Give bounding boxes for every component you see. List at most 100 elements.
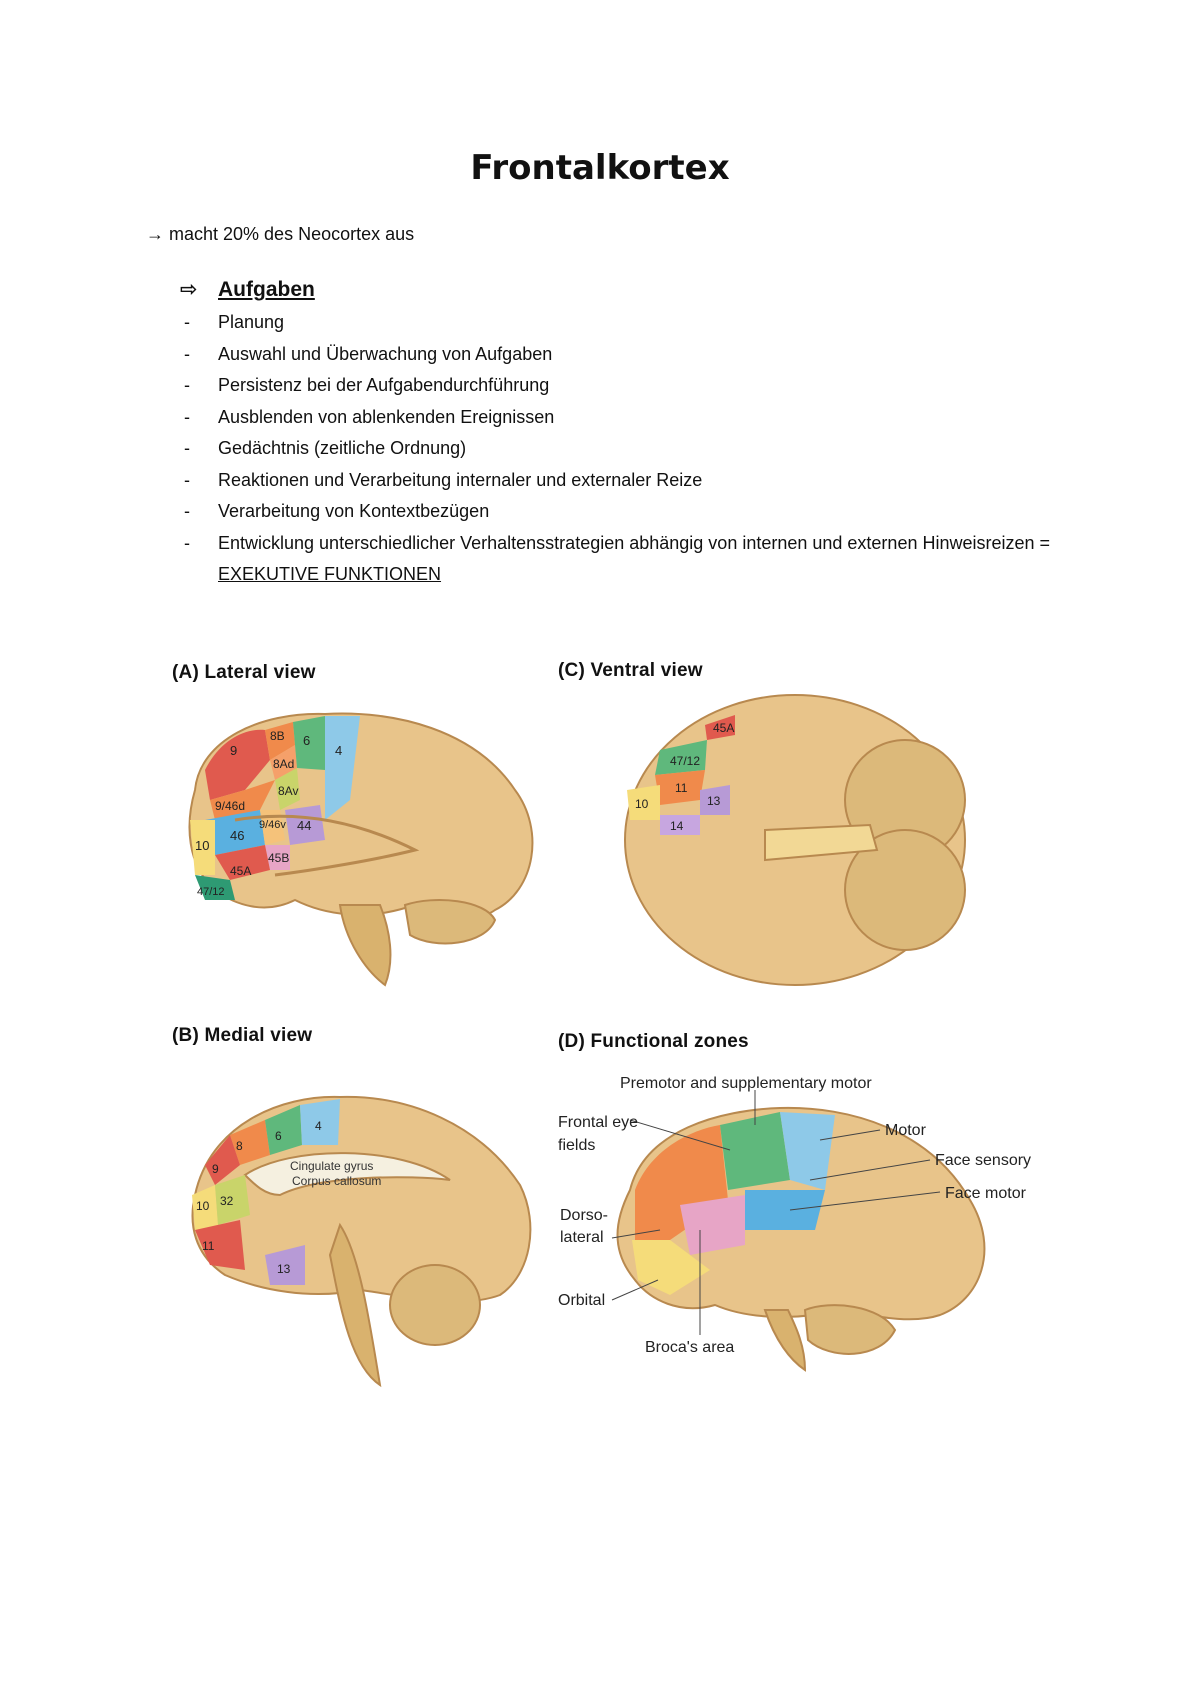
area-13-ventral bbox=[700, 785, 730, 815]
dash-bullet: - bbox=[184, 312, 190, 332]
zone-face-motor bbox=[745, 1190, 825, 1230]
label-8ad: 8Ad bbox=[273, 757, 294, 771]
area-8av bbox=[275, 768, 300, 810]
list-item: -Auswahl und Überwachung von Aufgaben bbox=[180, 339, 1080, 371]
cerebellum-medial bbox=[389, 1264, 481, 1346]
area-46 bbox=[205, 810, 265, 855]
label-orbital: Orbital bbox=[558, 1292, 605, 1309]
cerebellum bbox=[403, 899, 497, 945]
dorsolateral-leader-line bbox=[611, 1229, 661, 1239]
panel-d-label: (D) Functional zones bbox=[558, 1031, 749, 1052]
zone-premotor bbox=[720, 1112, 790, 1190]
brainstem-ventral bbox=[764, 823, 879, 862]
area-45a bbox=[215, 845, 270, 880]
panel-a-label: (A) Lateral view bbox=[172, 662, 316, 683]
area-8ad bbox=[270, 745, 297, 780]
sylvian-fissure bbox=[234, 814, 420, 877]
label-32-medial: 32 bbox=[220, 1194, 234, 1208]
intro-text: → macht 20% des Neocortex aus bbox=[146, 224, 415, 244]
label-46: 46 bbox=[230, 828, 244, 843]
area-10 bbox=[190, 820, 215, 875]
label-9-medial: 9 bbox=[212, 1162, 219, 1176]
area-10-ventral bbox=[627, 785, 660, 820]
label-13-ventral: 13 bbox=[707, 794, 721, 808]
label-44: 44 bbox=[297, 818, 311, 833]
dash-bullet: - bbox=[184, 501, 190, 521]
area-44 bbox=[285, 805, 325, 845]
list-item: -Gedächtnis (zeitliche Ordnung) bbox=[180, 433, 1080, 465]
label-6-medial: 6 bbox=[275, 1129, 282, 1143]
label-brocas: Broca's area bbox=[645, 1339, 734, 1356]
area-6 bbox=[293, 716, 325, 770]
area-32-medial bbox=[215, 1175, 250, 1225]
label-9-46v: 9/46v bbox=[259, 819, 286, 831]
label-face-motor: Face motor bbox=[945, 1185, 1027, 1202]
area-4 bbox=[325, 716, 360, 820]
area-47-12 bbox=[195, 875, 235, 900]
area-9 bbox=[205, 729, 270, 800]
label-9-46d: 9/46d bbox=[215, 799, 245, 813]
label-6: 6 bbox=[303, 733, 310, 748]
section-heading-label: Aufgaben bbox=[218, 278, 315, 301]
label-10: 10 bbox=[195, 838, 209, 853]
section-heading: ⇨Aufgaben bbox=[180, 277, 315, 302]
label-fields: fields bbox=[558, 1137, 595, 1154]
label-corpus-callosum: Corpus callosum bbox=[292, 1174, 381, 1188]
label-9: 9 bbox=[230, 743, 237, 758]
label-47-12: 47/12 bbox=[197, 886, 225, 898]
page-title: Frontalkortex bbox=[470, 148, 730, 188]
panel-b-label: (B) Medial view bbox=[172, 1025, 313, 1046]
label-14-ventral: 14 bbox=[670, 819, 684, 833]
label-10-ventral: 10 bbox=[635, 797, 649, 811]
brainstem bbox=[338, 904, 392, 987]
dash-bullet: - bbox=[184, 438, 190, 458]
label-premotor: Premotor and supplementary motor bbox=[620, 1075, 872, 1092]
area-14-ventral bbox=[660, 815, 700, 835]
area-11-ventral bbox=[655, 770, 705, 805]
functional-zones-figure: Premotor and supplementary motor Motor F… bbox=[558, 1075, 1031, 1372]
frontal-eye-leader-line bbox=[629, 1119, 731, 1151]
label-11-ventral: 11 bbox=[675, 781, 688, 795]
list-item: -Planung bbox=[180, 307, 1080, 339]
task-list: -Planung -Auswahl und Überwachung von Au… bbox=[180, 307, 1080, 591]
label-10-medial: 10 bbox=[196, 1199, 210, 1213]
medial-view-figure: 8 6 4 9 10 32 11 13 Cingulate gyrus Corp… bbox=[191, 1095, 532, 1388]
list-item: -Verarbeitung von Kontextbezügen bbox=[180, 496, 1080, 528]
orbital-leader-line bbox=[611, 1279, 659, 1301]
ventral-view-figure: 45A 47/12 11 10 13 14 bbox=[624, 694, 966, 986]
corpus-callosum bbox=[243, 1152, 451, 1197]
area-9-46d bbox=[210, 780, 275, 820]
area-13-medial bbox=[265, 1245, 305, 1285]
zone-motor bbox=[780, 1112, 835, 1190]
label-47-12-ventral: 47/12 bbox=[670, 754, 700, 768]
lateral-view-figure: 9 8B 8Ad 6 4 9/46d 8Av 46 9/46v 44 45B 1… bbox=[188, 712, 534, 987]
label-4-medial: 4 bbox=[315, 1119, 322, 1133]
dash-bullet: - bbox=[184, 343, 190, 364]
label-8b: 8B bbox=[270, 729, 285, 743]
executive-functions-term: EXEKUTIVE FUNKTIONEN bbox=[218, 564, 442, 584]
list-item: -Reaktionen und Verarbeitung internaler … bbox=[180, 465, 1080, 497]
zone-brocas-area bbox=[680, 1195, 745, 1255]
area-6-medial bbox=[265, 1105, 302, 1155]
list-item: -Entwicklung unterschiedlicher Verhalten… bbox=[180, 528, 1080, 591]
area-11-medial bbox=[195, 1220, 245, 1270]
area-10-medial bbox=[192, 1185, 218, 1230]
label-45b: 45B bbox=[268, 851, 289, 865]
label-13-medial: 13 bbox=[277, 1262, 291, 1276]
panel-c-label: (C) Ventral view bbox=[558, 660, 703, 681]
list-item: -Persistenz bei der Aufgabendurchführung bbox=[180, 370, 1080, 402]
list-item: -Ausblenden von ablenkenden Ereignissen bbox=[180, 402, 1080, 434]
label-8av: 8Av bbox=[278, 784, 298, 798]
label-4: 4 bbox=[335, 743, 342, 758]
area-45b bbox=[265, 845, 290, 870]
face-sensory-leader-line bbox=[809, 1159, 931, 1181]
dash-bullet: - bbox=[184, 469, 190, 490]
brainstem-functional bbox=[763, 1309, 807, 1372]
area-47-12-ventral bbox=[655, 740, 707, 775]
area-4-medial bbox=[300, 1099, 340, 1145]
brainstem-medial bbox=[328, 1222, 382, 1388]
label-dorso: Dorso- bbox=[560, 1207, 608, 1224]
area-45a-ventral bbox=[705, 715, 735, 740]
dash-bullet: - bbox=[184, 532, 190, 553]
label-motor: Motor bbox=[885, 1122, 927, 1139]
